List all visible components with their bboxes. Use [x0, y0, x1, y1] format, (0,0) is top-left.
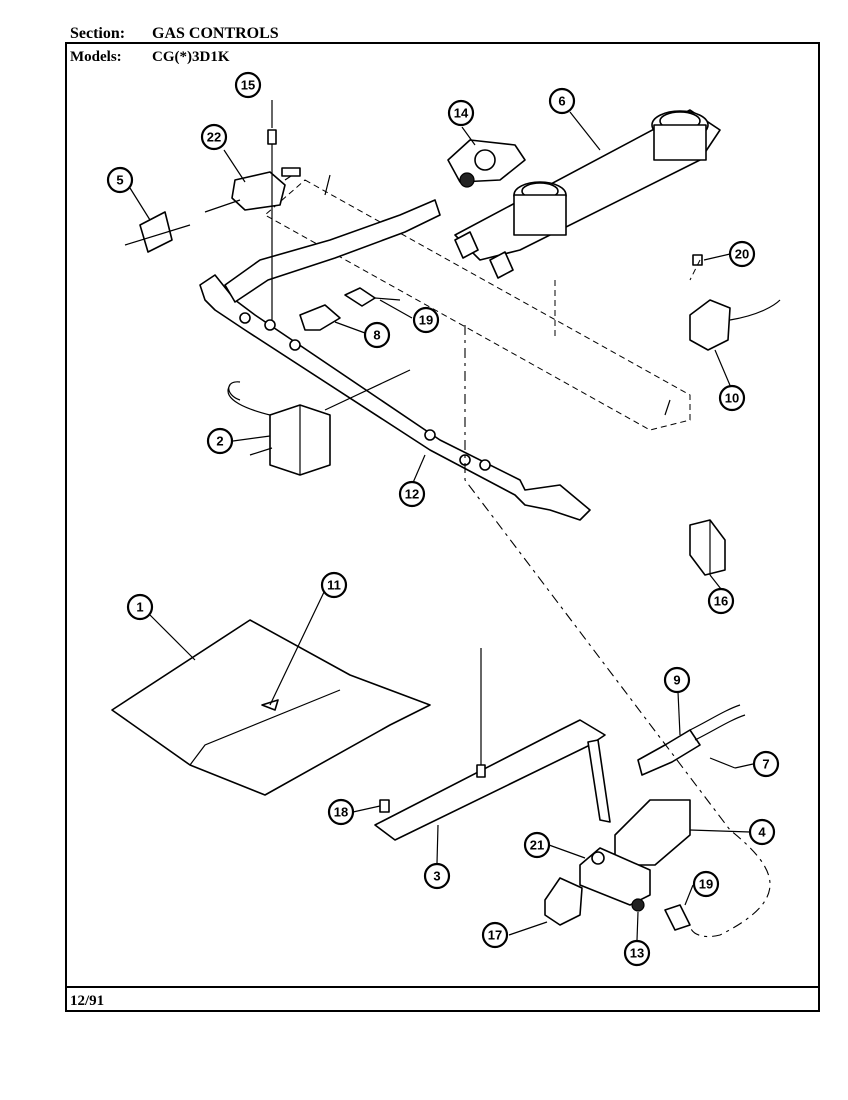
callout-8: 8 — [363, 321, 391, 349]
valve-21 — [579, 847, 651, 906]
callout-6: 6 — [548, 87, 576, 115]
fitting-19-top — [344, 287, 401, 307]
bracket-arm-3 — [374, 648, 611, 841]
callout-7: 7 — [752, 750, 780, 778]
svg-text:8: 8 — [373, 328, 380, 343]
terminal-9 — [637, 704, 746, 776]
footer-date: 12/91 — [70, 993, 105, 1009]
callout-12: 12 — [398, 480, 426, 508]
models-label: Models: — [70, 49, 122, 65]
svg-text:18: 18 — [334, 805, 348, 820]
callout-22: 22 — [200, 123, 228, 151]
screw-18 — [379, 799, 390, 813]
svg-text:11: 11 — [327, 578, 341, 593]
callout-19-bottom: 19 — [692, 870, 720, 898]
screw-7 — [709, 757, 736, 769]
callout-17: 17 — [481, 921, 509, 949]
valve-8 — [299, 304, 341, 331]
callout-18: 18 — [327, 798, 355, 826]
svg-text:15: 15 — [241, 78, 255, 93]
svg-text:19: 19 — [699, 877, 713, 892]
leader-lines — [129, 100, 754, 941]
gas-manifold — [199, 199, 591, 521]
callout-20: 20 — [728, 240, 756, 268]
svg-text:14: 14 — [454, 106, 469, 121]
svg-text:22: 22 — [207, 130, 221, 145]
svg-text:13: 13 — [630, 946, 644, 961]
diagram-frame — [65, 42, 820, 1012]
callout-14: 14 — [447, 99, 475, 127]
footer-divider — [65, 986, 820, 988]
svg-text:21: 21 — [530, 838, 544, 853]
callout-11: 11 — [320, 571, 348, 599]
callout-15: 15 — [234, 71, 262, 99]
callout-13: 13 — [623, 939, 651, 967]
fitting-19-bottom — [664, 904, 691, 931]
callout-4: 4 — [748, 818, 776, 846]
valve-22 — [204, 167, 301, 213]
svg-text:12: 12 — [405, 487, 419, 502]
callout-16: 16 — [707, 587, 735, 615]
callout-21: 21 — [523, 831, 551, 859]
callout-9: 9 — [663, 666, 691, 694]
callout-19-top: 19 — [412, 306, 440, 334]
callout-3: 3 — [423, 862, 451, 890]
screw-15 — [267, 129, 277, 320]
section-title: GAS CONTROLS — [152, 25, 279, 42]
burner-assembly — [454, 109, 721, 279]
svg-text:19: 19 — [419, 313, 433, 328]
ignitor-10 — [689, 299, 781, 351]
svg-text:9: 9 — [673, 673, 680, 688]
callout-2: 2 — [206, 427, 234, 455]
svg-text:16: 16 — [714, 594, 728, 609]
spark-module-16 — [689, 519, 726, 576]
callout-5: 5 — [106, 166, 134, 194]
svg-text:4: 4 — [758, 825, 766, 840]
callout-1: 1 — [126, 593, 154, 621]
svg-text:1: 1 — [136, 600, 143, 615]
svg-text:10: 10 — [725, 391, 739, 406]
screw-20 — [692, 254, 703, 266]
models-value: CG(*)3D1K — [152, 49, 230, 65]
burner-bracket — [264, 174, 691, 431]
svg-text:7: 7 — [762, 757, 769, 772]
svg-text:3: 3 — [433, 869, 440, 884]
svg-text:20: 20 — [735, 247, 749, 262]
svg-text:6: 6 — [558, 94, 565, 109]
svg-text:17: 17 — [488, 928, 502, 943]
bracket-4 — [614, 799, 691, 866]
knob-13 — [631, 898, 645, 912]
svg-text:5: 5 — [116, 173, 123, 188]
bracket-5 — [124, 211, 191, 253]
section-label: Section: — [70, 25, 126, 42]
burner-cap-14 — [447, 139, 526, 188]
bracket-17 — [544, 877, 583, 926]
thermostat-2 — [227, 369, 411, 476]
svg-text:2: 2 — [216, 434, 223, 449]
callout-10: 10 — [718, 384, 746, 412]
